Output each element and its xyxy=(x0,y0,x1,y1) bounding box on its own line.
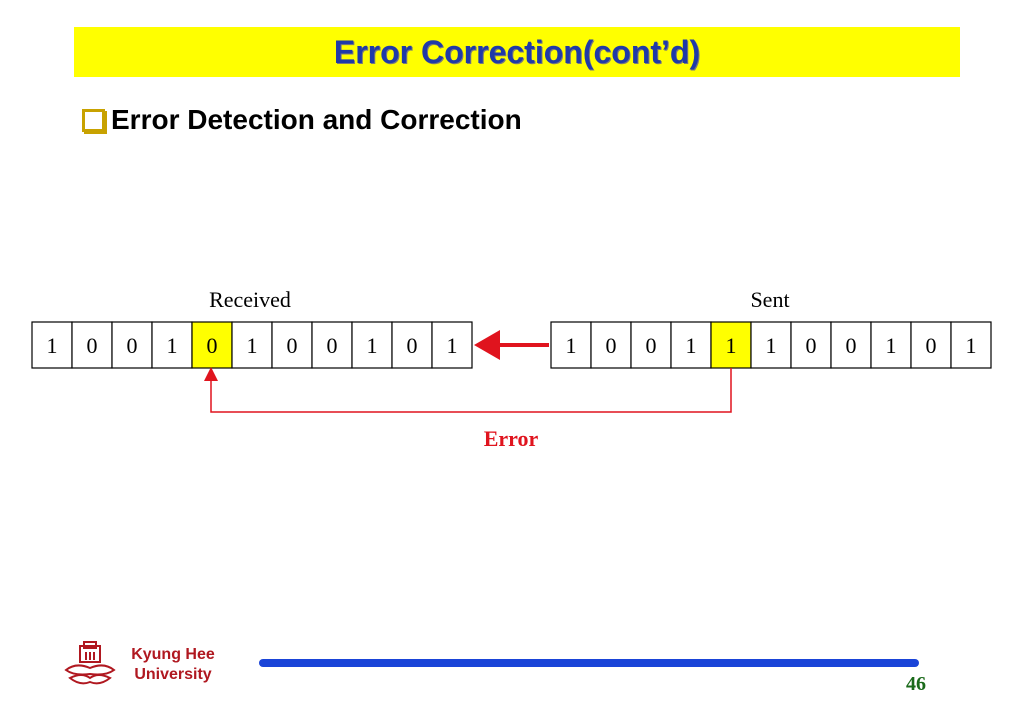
page-number: 46 xyxy=(906,673,926,695)
received-bit-cell xyxy=(391,321,433,369)
received-bit-cell xyxy=(271,321,313,369)
sent-bit-value: 0 xyxy=(846,333,857,358)
sent-bit-value: 1 xyxy=(766,333,777,358)
received-bit-value: 0 xyxy=(87,333,98,358)
sent-bit-cell xyxy=(710,321,752,369)
title-bar: Error Correction(cont’d) xyxy=(74,27,960,77)
sent-bit-cell xyxy=(670,321,712,369)
sent-bit-value: 1 xyxy=(966,333,977,358)
checkbox-bullet-icon xyxy=(82,108,105,132)
received-bit-value: 0 xyxy=(407,333,418,358)
university-name: Kyung Hee University xyxy=(118,645,228,685)
sent-bit-cell xyxy=(630,321,672,369)
university-logo xyxy=(64,641,116,685)
received-bit-value: 1 xyxy=(367,333,378,358)
bullet-item: Error Detection and Correction xyxy=(82,104,522,136)
sent-bit-value: 0 xyxy=(806,333,817,358)
sent-bit-cell xyxy=(950,321,992,369)
bullet-text: Error Detection and Correction xyxy=(111,104,522,135)
received-bit-cell xyxy=(151,321,193,369)
received-bit-value: 0 xyxy=(207,333,218,358)
sent-bit-cell xyxy=(910,321,952,369)
received-bit-cell xyxy=(71,321,113,369)
received-bit-value: 0 xyxy=(127,333,138,358)
received-label: Received xyxy=(209,287,291,312)
sent-bit-cell xyxy=(750,321,792,369)
sent-bit-row: 1 0 0 1 1 1 0 0 1 0 1 xyxy=(550,321,992,369)
slide-title: Error Correction(cont’d) xyxy=(333,33,701,70)
university-name-line2: University xyxy=(134,666,212,683)
received-bit-cell xyxy=(191,321,233,369)
sent-bit-value: 0 xyxy=(646,333,657,358)
received-bit-value: 0 xyxy=(327,333,338,358)
sent-bit-value: 0 xyxy=(926,333,937,358)
received-bit-cell xyxy=(111,321,153,369)
university-name-line1: Kyung Hee xyxy=(131,646,215,663)
sent-bit-value: 1 xyxy=(886,333,897,358)
received-bit-value: 1 xyxy=(247,333,258,358)
received-bit-value: 1 xyxy=(447,333,458,358)
sent-bit-value: 0 xyxy=(606,333,617,358)
error-label: Error xyxy=(484,426,539,451)
error-path-line xyxy=(210,368,732,413)
error-arrowhead xyxy=(204,367,218,381)
sent-bit-value: 1 xyxy=(686,333,697,358)
received-bit-row: 1 0 0 1 0 1 0 0 1 0 1 xyxy=(31,321,473,369)
sent-bit-cell xyxy=(790,321,832,369)
sent-label: Sent xyxy=(750,287,789,312)
received-bit-value: 1 xyxy=(167,333,178,358)
received-bit-cell xyxy=(351,321,393,369)
received-bit-cell xyxy=(31,321,73,369)
sent-bit-cell xyxy=(870,321,912,369)
received-bit-cell xyxy=(231,321,273,369)
received-bit-value: 1 xyxy=(47,333,58,358)
sent-bit-value: 1 xyxy=(726,333,737,358)
sent-bit-cell xyxy=(590,321,632,369)
received-bit-cell xyxy=(431,321,473,369)
received-bit-value: 0 xyxy=(287,333,298,358)
transmission-arrow xyxy=(474,330,549,360)
footer-divider xyxy=(259,659,919,667)
sent-bit-value: 1 xyxy=(566,333,577,358)
